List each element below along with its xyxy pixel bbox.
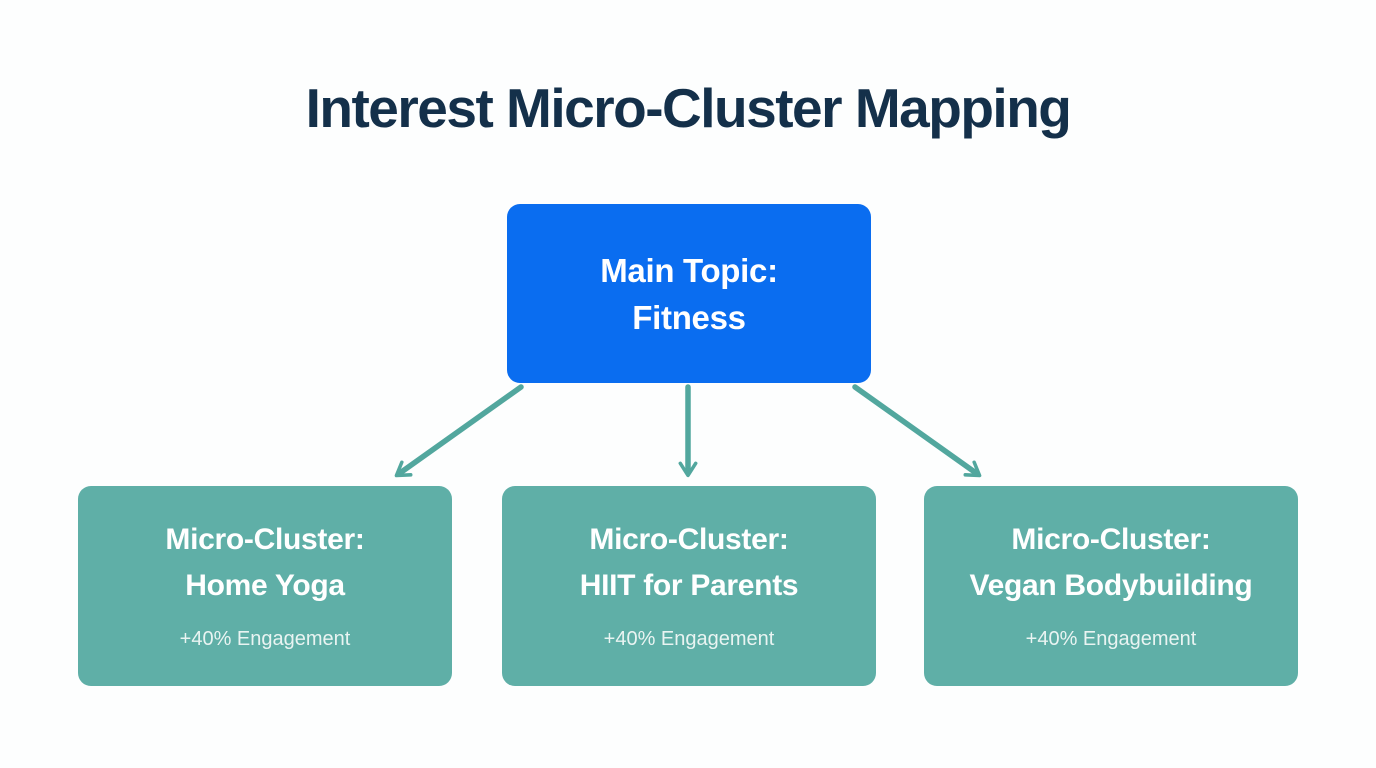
cluster-label-line2: Vegan Bodybuilding	[969, 569, 1253, 602]
engagement-metric: +40% Engagement	[1025, 628, 1197, 650]
main-topic-label-line1: Main Topic:	[600, 251, 778, 289]
cluster-label-line1: Micro-Cluster:	[1011, 523, 1211, 556]
cluster-label-line1: Micro-Cluster:	[165, 523, 365, 556]
cluster-node-hiit-for-parents: Micro-Cluster: HIIT for Parents +40% Eng…	[502, 486, 876, 686]
cluster-label-line1: Micro-Cluster:	[589, 523, 789, 556]
main-topic-node: Main Topic: Fitness	[507, 204, 871, 383]
cluster-label-line2: HIIT for Parents	[579, 569, 799, 602]
engagement-metric: +40% Engagement	[179, 628, 351, 650]
cluster-node-home-yoga: Micro-Cluster: Home Yoga +40% Engagement	[78, 486, 452, 686]
main-topic-label-line2: Fitness	[632, 298, 746, 336]
cluster-label-line2: Home Yoga	[185, 569, 345, 602]
page-title: Interest Micro-Cluster Mapping	[305, 77, 1072, 139]
cluster-node-vegan-bodybuilding: Micro-Cluster: Vegan Bodybuilding +40% E…	[924, 486, 1298, 686]
engagement-metric: +40% Engagement	[603, 628, 775, 650]
arrow-main-to-cluster-3	[852, 384, 982, 478]
arrow-main-to-cluster-1	[394, 384, 524, 478]
